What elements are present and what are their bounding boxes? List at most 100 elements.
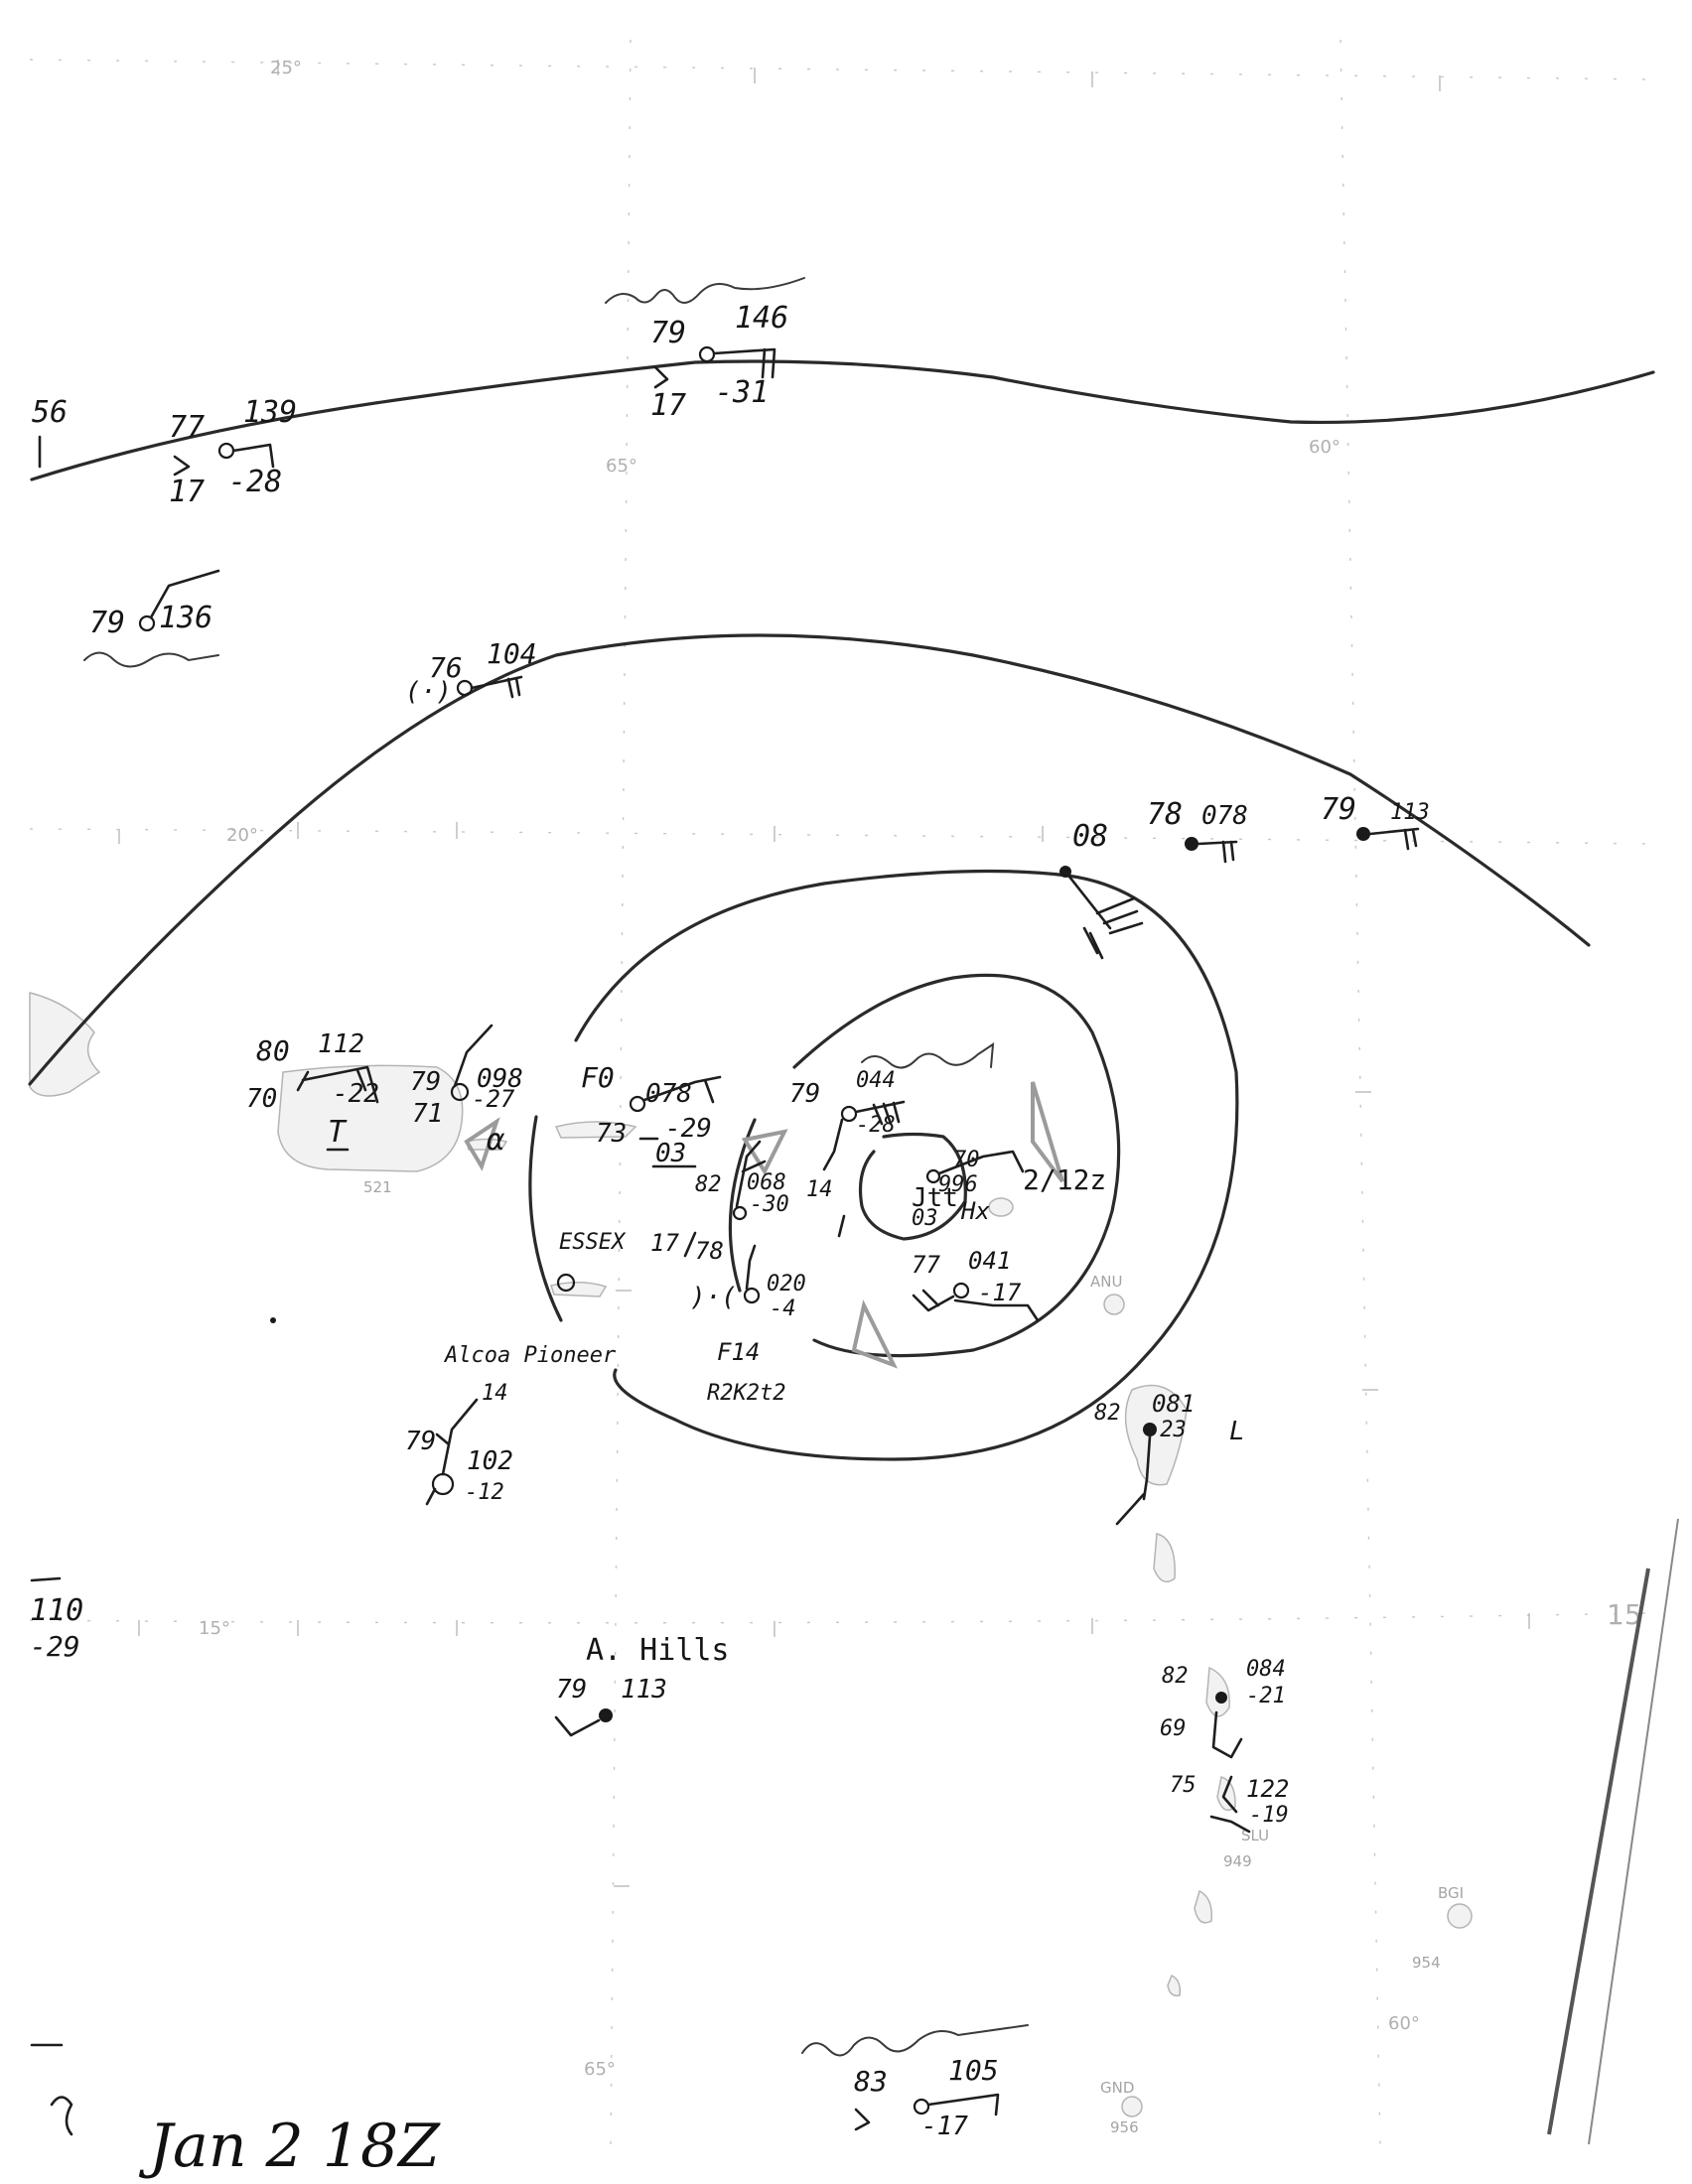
station-value: 078 <box>1201 801 1248 831</box>
station-79-ne: 79 113 <box>1321 792 1430 851</box>
station-south: 83 105 -17 <box>801 2024 1029 2141</box>
station-value: -17 <box>921 2112 968 2141</box>
station-value: 044 <box>856 1068 896 1093</box>
station-value: 83 <box>854 2065 888 2098</box>
station-value: 77 <box>912 1251 940 1279</box>
ship-signature-1 <box>605 277 805 304</box>
grid-ticks <box>118 60 1530 1887</box>
station-value: F0 <box>581 1061 615 1094</box>
station-value: 14 <box>806 1177 833 1202</box>
station-value: -4 <box>770 1297 796 1321</box>
island-dominica <box>1153 1533 1176 1583</box>
station-value: -29 <box>30 1630 80 1663</box>
station-value: 82 <box>695 1172 722 1197</box>
grid-label-lon-65-top: 65° <box>606 456 637 477</box>
station-antigua: 82 081 -23 L <box>1094 1390 1245 1526</box>
land-outlines: 521 ANU SLU 949 BGI 954 GND 956 <box>29 992 1473 2136</box>
station-value: 041 <box>968 1247 1011 1275</box>
station-value: 122 <box>1246 1775 1289 1803</box>
station-value: 03 <box>655 1139 686 1168</box>
island-puerto-rico <box>277 1064 464 1172</box>
station-value: 139 <box>243 395 297 430</box>
station-value: (·) <box>405 677 452 707</box>
isobar-outer-ring-west-lower <box>528 1115 563 1322</box>
station-value: 78 <box>695 1237 724 1265</box>
station-value: 113 <box>1390 800 1430 825</box>
station-value: 73 <box>596 1119 627 1149</box>
station-value: α <box>487 1123 505 1158</box>
grid-label-lon-60-top: 60° <box>1309 437 1340 458</box>
station-value: 084 <box>1246 1657 1286 1682</box>
station-value: 79 <box>89 606 125 640</box>
station-value: 82 <box>1162 1664 1189 1689</box>
station-west-edge: 110 -29 <box>30 1576 83 1663</box>
note-f14: F14 <box>717 1338 760 1366</box>
island-martinique <box>1205 1666 1230 1717</box>
station-value: 79 <box>410 1067 441 1097</box>
front-triangles <box>464 1081 1064 1369</box>
station-value: 146 <box>735 301 788 336</box>
grid-label-lat-15-east: 15 <box>1607 1598 1642 1631</box>
station-value: 14 <box>482 1381 508 1406</box>
station-value: T <box>328 1115 348 1150</box>
station-value: 79 <box>789 1079 820 1109</box>
island-antigua <box>1103 1294 1125 1315</box>
page-edge <box>1547 1518 1679 2145</box>
station-value: 105 <box>948 2054 999 2087</box>
station-value: -21 <box>1246 1684 1286 1708</box>
station-value: 104 <box>487 637 537 670</box>
station-a-hills: 79 113 <box>554 1675 667 1737</box>
station-08: 08 <box>1059 819 1144 960</box>
station-value: 112 <box>318 1029 364 1059</box>
station-value: -29 <box>665 1114 712 1144</box>
station-value: 80 <box>256 1034 290 1067</box>
annotations: Jtt 2/12z F14 R2K2t2 ESSEX Alcoa Pioneer… <box>30 1163 1106 2181</box>
station-north-west: 77 139 17 -28 <box>169 395 297 509</box>
station-value: 82 <box>1094 1401 1121 1426</box>
grid-label-lon-65-bottom: 65° <box>584 2059 616 2080</box>
island-barbados <box>1447 1903 1473 1929</box>
chart-code-956: 956 <box>1110 2118 1139 2136</box>
station-virgin-islands: 79 098 71 -27 α <box>410 1024 523 1158</box>
station-value: L <box>1229 1417 1245 1446</box>
station-value: 75 <box>1170 1773 1197 1798</box>
station-center-west: 82 068 -30 14 <box>695 1140 846 1238</box>
station-value: -27 <box>472 1085 515 1113</box>
station-martinique: 82 084 -21 69 75 122 -19 <box>1160 1657 1289 1834</box>
station-value: -17 <box>978 1279 1022 1306</box>
note-r2k: R2K2t2 <box>707 1381 785 1406</box>
station-sw: 14 102 -12 79 <box>405 1381 513 1506</box>
station-value: 020 <box>767 1272 806 1297</box>
station-value: 17 <box>650 1229 679 1257</box>
station-value: -19 <box>1249 1803 1289 1828</box>
station-value: 102 <box>467 1446 513 1476</box>
station-value: 70 <box>246 1084 277 1114</box>
ship-signature-4 <box>801 2024 1029 2057</box>
station-value: 08 <box>1072 819 1108 854</box>
ship-signature-2 <box>83 651 219 668</box>
chart-code-bgi: BGI <box>1438 1884 1464 1902</box>
island-st-lucia <box>1216 1776 1236 1812</box>
isobars <box>28 359 1655 1461</box>
station-value: 79 <box>1321 792 1356 827</box>
isobar-outer-ring-west <box>574 869 1069 1042</box>
station-value: 56 <box>32 395 68 430</box>
ship-essex-label: ESSEX <box>559 1230 627 1255</box>
chart-code-949: 949 <box>1223 1852 1252 1870</box>
station-value: -12 <box>465 1480 504 1505</box>
station-center-north: 79 044 -28 <box>789 1042 995 1171</box>
isobar-inner-ring <box>858 1132 967 1241</box>
station-center-south: 77 041 -17 <box>912 1247 1040 1322</box>
chart-code-521: 521 <box>363 1178 392 1196</box>
station-f0: F0 078 73 -29 03 <box>581 1061 722 1168</box>
date-stamp: Jan 2 18Z <box>138 2112 441 2181</box>
chart-code-anu: ANU <box>1090 1273 1122 1291</box>
station-nw-mid: 79 136 <box>83 569 220 668</box>
station-value: -30 <box>750 1192 789 1217</box>
station-puerto-rico: 80 112 70 -22 T <box>246 1029 379 1152</box>
station-value: 03 <box>912 1206 938 1231</box>
station-value: 113 <box>621 1675 667 1705</box>
grid-line-lat-15 <box>29 1612 1649 1624</box>
station-value: 17 <box>169 475 205 509</box>
